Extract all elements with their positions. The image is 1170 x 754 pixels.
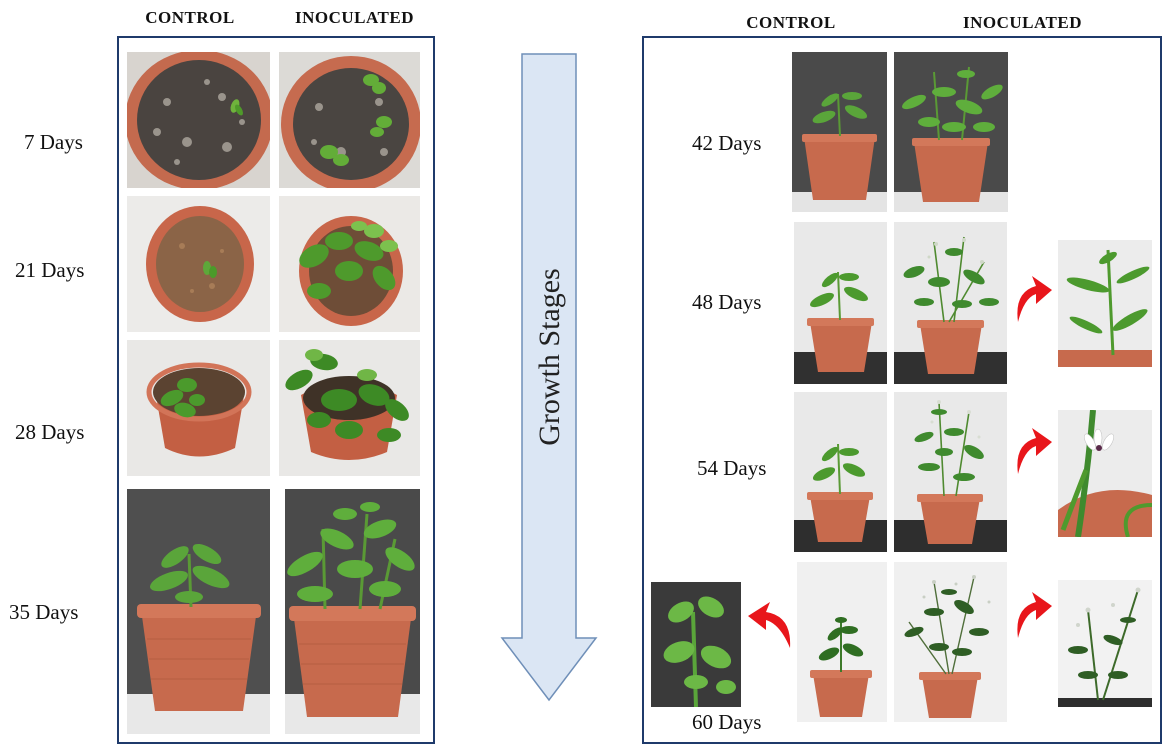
growth-stages-label: Growth Stages [533, 268, 566, 446]
photo-inoculated-48-days [894, 222, 1007, 384]
right-header-control: CONTROL [746, 13, 836, 32]
callout-arrow-48-days [1017, 276, 1052, 322]
photo-inoculated-60-days [894, 562, 1007, 722]
photo-control-54-days [794, 392, 887, 552]
growth-stages-arrow [500, 53, 598, 702]
photo-inoculated-35-days [285, 489, 420, 734]
callout-arrow-60-days-inoculated [1017, 592, 1052, 638]
inset-48-days-closeup [1058, 240, 1152, 367]
photo-control-42-days [792, 52, 887, 212]
day-label-48: 48 Days [692, 290, 762, 314]
day-label-21: 21 Days [15, 258, 85, 282]
left-header-inoculated: INOCULATED [295, 8, 414, 27]
day-label-28: 28 Days [15, 420, 85, 444]
photo-control-35-days [127, 489, 270, 734]
right-header-inoculated: INOCULATED [963, 13, 1082, 32]
callout-arrow-54-days [1017, 428, 1052, 474]
callout-arrow-60-days-control [748, 602, 791, 648]
inset-54-days-flower-closeup [1058, 410, 1152, 537]
photo-control-28-days [127, 340, 270, 476]
photo-inoculated-21-days [279, 196, 420, 332]
inset-60-days-inoculated-closeup [1058, 580, 1152, 707]
photo-control-21-days [127, 196, 270, 332]
day-label-35: 35 Days [9, 600, 79, 624]
day-label-42: 42 Days [692, 131, 762, 155]
right-photo-panel [642, 36, 1162, 744]
inset-60-days-control-closeup [651, 582, 741, 707]
left-photo-panel [117, 36, 435, 744]
photo-control-48-days [794, 222, 887, 384]
day-label-54: 54 Days [697, 456, 767, 480]
photo-inoculated-42-days [894, 52, 1008, 212]
day-label-60: 60 Days [692, 710, 762, 734]
photo-inoculated-7-days [279, 52, 420, 188]
left-header-control: CONTROL [145, 8, 235, 27]
photo-inoculated-54-days [894, 392, 1007, 552]
day-label-7: 7 Days [24, 130, 83, 154]
photo-control-60-days [797, 562, 887, 722]
photo-inoculated-28-days [279, 340, 420, 476]
photo-control-7-days [127, 52, 270, 188]
